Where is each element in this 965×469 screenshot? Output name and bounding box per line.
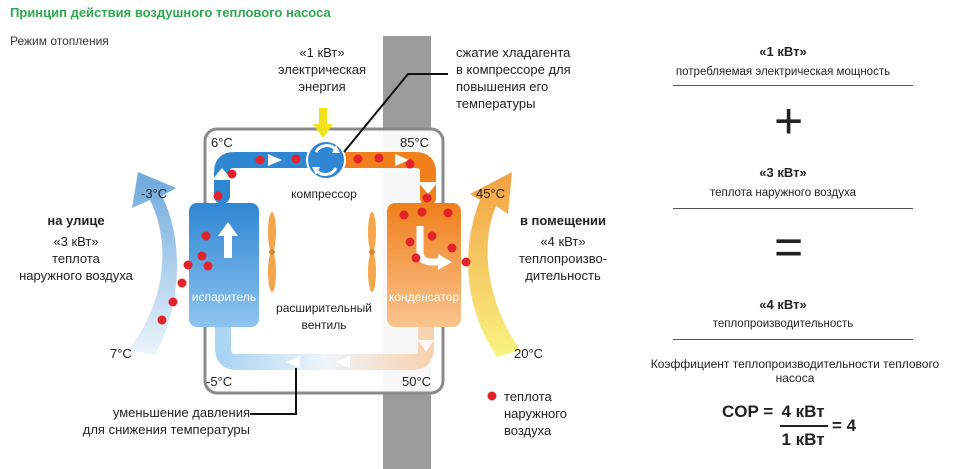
fan-left	[268, 212, 276, 292]
out-value: «4 кВт»	[759, 297, 807, 312]
heat-value: «3 кВт»	[759, 165, 807, 180]
valve-label: расширительный вентиль	[276, 301, 372, 332]
temp-top-right: 85°C	[400, 135, 430, 150]
outside-title: на улице	[47, 213, 105, 228]
cop-numerator: 4 кВт	[781, 402, 825, 421]
inside-air-arrow	[468, 172, 520, 357]
compressor	[306, 140, 346, 180]
outside-label: на улице «3 кВт» теплота наружного возду…	[10, 212, 142, 284]
heat-dots	[157, 153, 497, 401]
temp-bottom-left: -5°C	[206, 374, 233, 389]
condenser-label: конденсатор	[388, 290, 460, 304]
evaporator-label: испаритель	[191, 290, 257, 304]
equals-sign: =	[774, 219, 804, 275]
compress-leader	[343, 73, 448, 153]
temp-inside-top: 45°C	[476, 186, 506, 201]
legend-dot	[487, 391, 497, 401]
compressor-label: компрессор	[291, 187, 357, 201]
temp-top-left: 6°C	[211, 135, 233, 150]
legend-label: теплота наружного воздуха	[504, 389, 567, 438]
temp-outside-bottom: 7°C	[110, 346, 132, 361]
inside-title: в помещении	[519, 213, 607, 228]
cop-result: = 4	[832, 416, 857, 435]
temp-bottom-right: 50°C	[402, 374, 432, 389]
divider	[673, 339, 913, 340]
outside-air-arrow	[128, 172, 178, 355]
evaporator-block	[189, 203, 259, 327]
power-desc: потребляемая электрическая мощность	[675, 66, 891, 78]
divider	[673, 208, 913, 209]
cop-denominator: 1 кВт	[781, 430, 825, 449]
pressure-note: уменьшение давления для снижения темпера…	[82, 405, 250, 437]
cop-label: COP =	[722, 402, 774, 421]
cop-caption: Коэффициент теплопроизводительности тепл…	[650, 357, 940, 385]
out-desc: теплопроизводительность	[712, 318, 854, 330]
compress-note: сжатие хладагента в компрессоре для повы…	[456, 45, 571, 111]
page-title: Принцип действия воздушного теплового на…	[10, 5, 331, 20]
energy-in-value: «1 кВт»	[299, 45, 345, 60]
power-value: «1 кВт»	[759, 44, 807, 59]
mode-label: Режим отопления	[10, 34, 109, 48]
pressure-leader	[250, 368, 297, 415]
temp-outside-top: -3°C	[141, 186, 168, 201]
heat-desc: теплота наружного воздуха	[709, 187, 857, 199]
condenser-block	[387, 203, 461, 327]
fan-right	[368, 212, 376, 292]
temp-inside-bottom: 20°C	[514, 346, 544, 361]
divider	[673, 85, 913, 86]
inside-label: в помещении «4 кВт» теплопроизво- дитель…	[502, 212, 624, 284]
energy-in-label: «1 кВт» электрическая энергия	[262, 44, 382, 95]
electric-arrow	[313, 108, 333, 138]
bottom-pipe	[215, 318, 434, 370]
plus-sign: +	[774, 93, 804, 149]
